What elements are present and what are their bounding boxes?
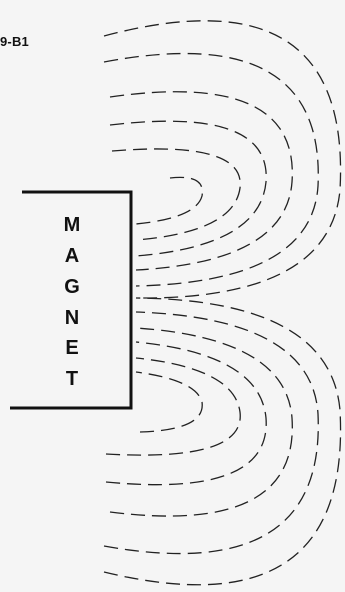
magnet-letter-n: N [57, 308, 87, 328]
field-line-lower-2 [104, 312, 318, 554]
field-line-upper-6 [136, 177, 202, 224]
magnet-letter-g: G [57, 277, 87, 297]
magnet-letter-a: A [57, 246, 87, 266]
field-line-upper-2 [104, 54, 318, 286]
field-line-lower-6 [136, 372, 202, 432]
magnet-letter-m: M [57, 215, 87, 235]
field-line-upper-4 [110, 121, 266, 256]
field-line-upper-3 [110, 92, 292, 270]
field-line-lower-1 [104, 298, 341, 585]
field-line-lower-3 [110, 328, 292, 516]
figure-label: 9-B1 [0, 34, 29, 49]
magnet-letter-e: E [57, 338, 87, 358]
magnet-letter-t: T [57, 369, 87, 389]
